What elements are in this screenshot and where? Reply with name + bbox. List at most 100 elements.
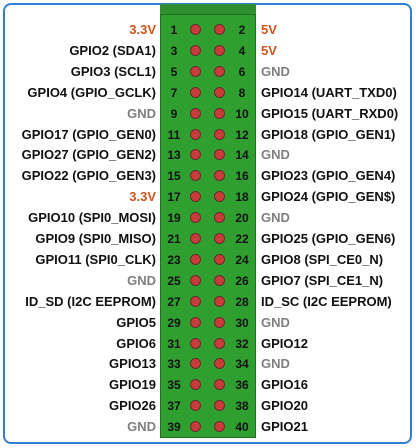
left-pin-number: 17 (167, 190, 181, 205)
right-pin-number: 12 (235, 127, 249, 142)
right-pin-number: 36 (235, 378, 249, 393)
left-pin-number: 35 (167, 378, 181, 393)
right-pin-label: GPIO12 (261, 335, 308, 351)
pin-pad (190, 253, 201, 265)
right-pin-label: GPIO24 (GPIO_GEN$) (261, 189, 396, 205)
pin-pad (214, 316, 225, 328)
right-pin-label: GPIO21 (261, 419, 308, 435)
pin-pad (190, 170, 201, 182)
header-strip (160, 4, 256, 14)
pin-row: GND 39 40 GPIO21 (0, 416, 416, 438)
pin-pad (214, 191, 225, 203)
left-pin-label: 3.3V (129, 189, 156, 205)
pin-pad (190, 233, 201, 244)
left-pin-number: 29 (167, 315, 181, 330)
right-pin-number: 40 (235, 420, 249, 435)
left-pin-label: GPIO26 (109, 398, 156, 414)
left-pin-label: GND (127, 105, 156, 121)
right-pin-number: 24 (235, 252, 249, 267)
pin-pad (190, 316, 201, 328)
right-pin-number: 16 (235, 169, 249, 184)
right-pin-number: 4 (238, 43, 246, 58)
left-pin-number: 21 (167, 232, 181, 246)
right-pin-number: 26 (235, 273, 249, 288)
right-pin-label: GPIO14 (UART_TXD0) (261, 84, 397, 100)
left-pin-number: 1 (170, 23, 178, 37)
right-pin-number: 6 (238, 64, 246, 79)
left-pin-number: 39 (167, 420, 181, 435)
right-pin-label: GPIO23 (GPIO_GEN4) (261, 168, 396, 184)
pin-pad (214, 86, 225, 98)
left-pin-number: 37 (167, 399, 181, 414)
left-pin-label: GPIO11 (SPI0_CLK) (35, 251, 156, 267)
left-pin-label: GPIO4 (GPIO_GCLK) (27, 84, 156, 100)
left-pin-number: 15 (167, 169, 181, 184)
pin-pad (214, 400, 225, 412)
pin-pad (190, 379, 201, 391)
left-pin-number: 3 (170, 43, 178, 58)
pin-row: 3.3V 17 18 GPIO24 (GPIO_GEN$) (0, 186, 416, 208)
pin-pad (214, 170, 225, 182)
right-pin-number: 28 (235, 294, 249, 309)
left-pin-number: 19 (167, 211, 181, 226)
pin-pad (214, 421, 225, 433)
pin-pad (190, 24, 201, 35)
pin-pad (190, 149, 201, 161)
left-pin-number: 13 (167, 148, 181, 163)
right-pin-label: 5V (261, 22, 277, 37)
left-pin-label: GPIO3 (SCL1) (70, 63, 156, 79)
pin-pad (214, 128, 225, 140)
pin-pad (214, 358, 225, 370)
right-pin-label: GPIO20 (261, 398, 308, 414)
left-pin-label: GPIO10 (SPI0_MOSI) (28, 210, 156, 226)
left-pin-label: GPIO17 (GPIO_GEN0) (21, 126, 156, 142)
pin-pad (214, 212, 225, 224)
right-pin-label: GND (261, 210, 290, 226)
pin-pad (190, 400, 201, 412)
pin-pad (190, 128, 201, 140)
right-pin-number: 20 (235, 211, 249, 226)
right-pin-number: 10 (235, 106, 249, 121)
pin-pad (190, 295, 201, 307)
pin-row: GPIO10 (SPI0_MOSI) 19 20 GND (0, 207, 416, 229)
left-pin-label: GPIO22 (GPIO_GEN3) (21, 168, 156, 184)
pin-pad (214, 107, 225, 119)
right-pin-label: GND (261, 356, 290, 372)
left-pin-number: 11 (167, 127, 181, 142)
right-pin-label: GPIO25 (GPIO_GEN6) (261, 231, 396, 246)
pin-pad (190, 274, 201, 286)
pin-pad (214, 274, 225, 286)
pin-pad (214, 44, 225, 56)
pin-pad (190, 44, 201, 56)
left-pin-number: 27 (167, 294, 181, 309)
pin-pad (214, 253, 225, 265)
pin-pad (214, 233, 225, 244)
left-pin-number: 31 (167, 336, 181, 351)
left-pin-label: GPIO13 (109, 356, 156, 372)
pin-row: GPIO22 (GPIO_GEN3) 15 16 GPIO23 (GPIO_GEN4) (0, 165, 416, 187)
right-pin-number: 18 (235, 190, 249, 205)
right-pin-number: 30 (235, 315, 249, 330)
right-pin-label: GPIO8 (SPI_CE0_N) (261, 251, 384, 267)
right-pin-number: 14 (235, 148, 249, 163)
left-pin-label: GND (127, 272, 156, 288)
right-pin-label: 5V (261, 42, 277, 58)
right-pin-label: GPIO7 (SPI_CE1_N) (261, 272, 384, 288)
left-pin-number: 33 (167, 357, 181, 372)
left-pin-number: 5 (170, 64, 178, 79)
pin-pad (190, 421, 201, 433)
right-pin-number: 38 (235, 399, 249, 414)
left-pin-label: GND (127, 419, 156, 435)
left-pin-number: 7 (170, 85, 178, 100)
pin-pad (214, 24, 225, 35)
